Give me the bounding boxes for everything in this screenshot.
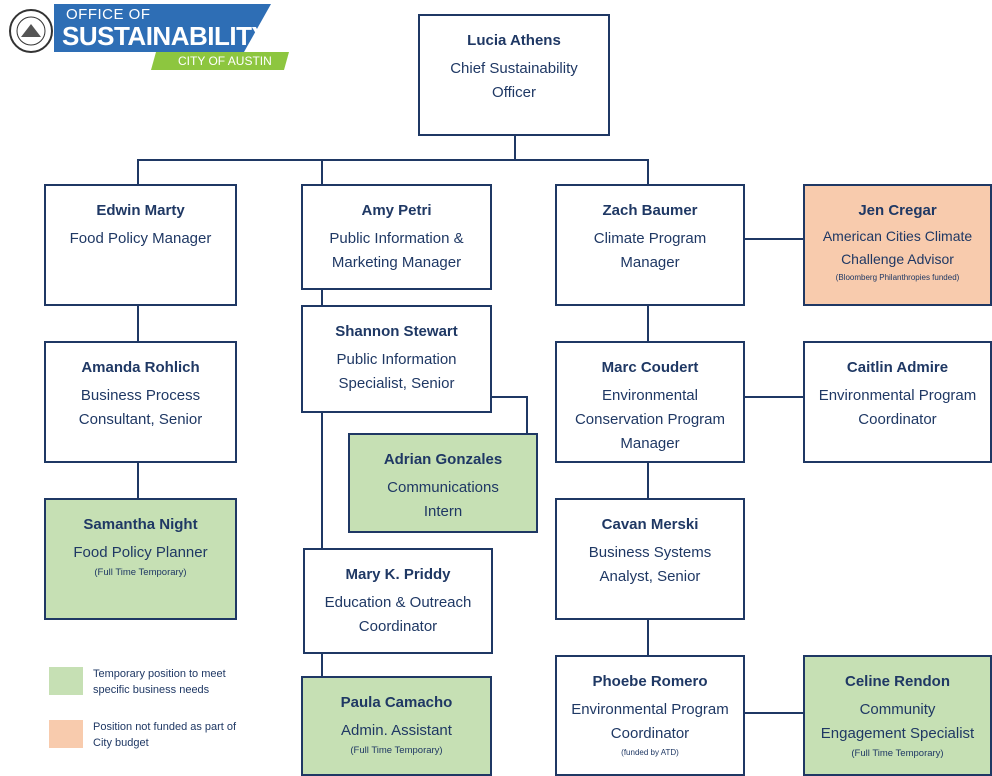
connector-coudert-merski — [647, 463, 649, 498]
position-title: Public Information & Marketing Manager — [329, 230, 464, 271]
city-seal-inner-ring — [16, 16, 46, 46]
position-box-stewart: Shannon Stewart Public Information Speci… — [301, 305, 492, 413]
logo-green-banner — [151, 52, 289, 70]
position-title: Business Systems Analyst, Senior — [588, 544, 712, 585]
connector-baumer-cregar — [745, 238, 803, 240]
connector-to-petri — [321, 159, 323, 184]
position-box-rohlich: Amanda Rohlich Business Process Consulta… — [44, 341, 237, 463]
position-note: (funded by ATD) — [621, 748, 679, 757]
connector-petri-stewart — [321, 290, 323, 305]
position-box-gonzales: Adrian Gonzales Communications Intern — [348, 433, 538, 533]
connector-priddy-camacho — [321, 654, 323, 676]
position-box-coudert: Marc Coudert Environmental Conservation … — [555, 341, 745, 463]
position-title: Community Engagement Specialist — [820, 701, 975, 742]
position-name: Jen Cregar — [858, 202, 937, 219]
connector-top-bus — [137, 159, 649, 161]
position-title: Food Policy Planner — [73, 544, 208, 561]
logo-line1: OFFICE OF — [66, 6, 151, 23]
position-title: American Cities Climate Challenge Adviso… — [822, 228, 973, 267]
position-name: Cavan Merski — [601, 516, 699, 533]
position-name: Celine Rendon — [844, 673, 950, 690]
position-box-night: Samantha Night Food Policy Planner (Full… — [44, 498, 237, 620]
position-note: (Full Time Temporary) — [94, 567, 187, 578]
legend-swatch-temporary — [49, 667, 83, 695]
position-title: Communications Intern — [387, 479, 499, 520]
connector-to-marty — [137, 159, 139, 184]
position-box-admire: Caitlin Admire Environmental Program Coo… — [803, 341, 992, 463]
connector-to-baumer — [647, 159, 649, 184]
office-of-sustainability-logo: OFFICE OF SUSTAINABILITY CITY OF AUSTIN — [6, 4, 296, 72]
legend-swatch-unfunded — [49, 720, 83, 748]
connector-athens-down — [514, 136, 516, 160]
connector-rohlich-night — [137, 463, 139, 498]
connector-stewart-gonzales — [526, 396, 528, 433]
position-name: Shannon Stewart — [335, 323, 458, 340]
position-name: Paula Camacho — [340, 694, 453, 711]
position-name: Marc Coudert — [601, 359, 699, 376]
position-title: Climate Program Manager — [593, 230, 707, 271]
position-title: Education & Outreach Coordinator — [324, 594, 472, 635]
position-box-athens: Lucia Athens Chief Sustainability Office… — [418, 14, 610, 136]
connector-merski-romero — [647, 620, 649, 655]
logo-blue-banner — [54, 4, 271, 52]
position-box-rendon: Celine Rendon Community Engagement Speci… — [803, 655, 992, 776]
position-name: Zach Baumer — [602, 202, 698, 219]
position-title: Public Information Specialist, Senior — [336, 351, 457, 392]
position-title: Environmental Conservation Program Manag… — [574, 387, 726, 452]
connector-baumer-coudert — [647, 306, 649, 341]
position-title: Food Policy Manager — [69, 230, 212, 247]
legend-text-temporary: Temporary position to meet specific busi… — [93, 668, 226, 696]
position-box-petri: Amy Petri Public Information & Marketing… — [301, 184, 492, 290]
position-note: (Bloomberg Philanthropies funded) — [835, 273, 960, 282]
position-box-merski: Cavan Merski Business Systems Analyst, S… — [555, 498, 745, 620]
position-title: Chief Sustainability Officer — [450, 60, 578, 101]
position-box-romero: Phoebe Romero Environmental Program Coor… — [555, 655, 745, 776]
logo-line3: CITY OF AUSTIN — [178, 54, 272, 68]
position-name: Mary K. Priddy — [345, 566, 451, 583]
position-note: (Full Time Temporary) — [350, 745, 443, 756]
position-name: Samantha Night — [83, 516, 198, 533]
connector-marty-rohlich — [137, 306, 139, 341]
position-name: Adrian Gonzales — [383, 451, 503, 468]
position-name: Caitlin Admire — [846, 359, 949, 376]
connector-stewart-right — [492, 396, 528, 398]
position-title: Environmental Program Coordinator — [818, 387, 977, 428]
position-box-camacho: Paula Camacho Admin. Assistant (Full Tim… — [301, 676, 492, 776]
city-seal-emblem — [21, 24, 41, 37]
position-name: Amy Petri — [361, 202, 432, 219]
position-box-baumer: Zach Baumer Climate Program Manager — [555, 184, 745, 306]
position-note: (Full Time Temporary) — [851, 748, 944, 759]
position-name: Edwin Marty — [96, 202, 185, 219]
position-box-cregar: Jen Cregar American Cities Climate Chall… — [803, 184, 992, 306]
position-name: Phoebe Romero — [592, 673, 708, 690]
position-title: Business Process Consultant, Senior — [78, 387, 203, 428]
position-name: Lucia Athens — [467, 32, 561, 49]
position-name: Amanda Rohlich — [81, 359, 200, 376]
logo-line2: SUSTAINABILITY — [62, 21, 269, 51]
legend-text-unfunded: Position not funded as part of City budg… — [93, 721, 237, 749]
position-title: Environmental Program Coordinator — [571, 701, 729, 742]
connector-romero-rendon — [745, 712, 803, 714]
logo-graphic — [9, 4, 289, 70]
position-box-marty: Edwin Marty Food Policy Manager — [44, 184, 237, 306]
position-title: Admin. Assistant — [341, 722, 452, 739]
position-box-priddy: Mary K. Priddy Education & Outreach Coor… — [303, 548, 493, 654]
connector-petri-spine — [321, 413, 323, 549]
connector-coudert-admire — [745, 396, 803, 398]
